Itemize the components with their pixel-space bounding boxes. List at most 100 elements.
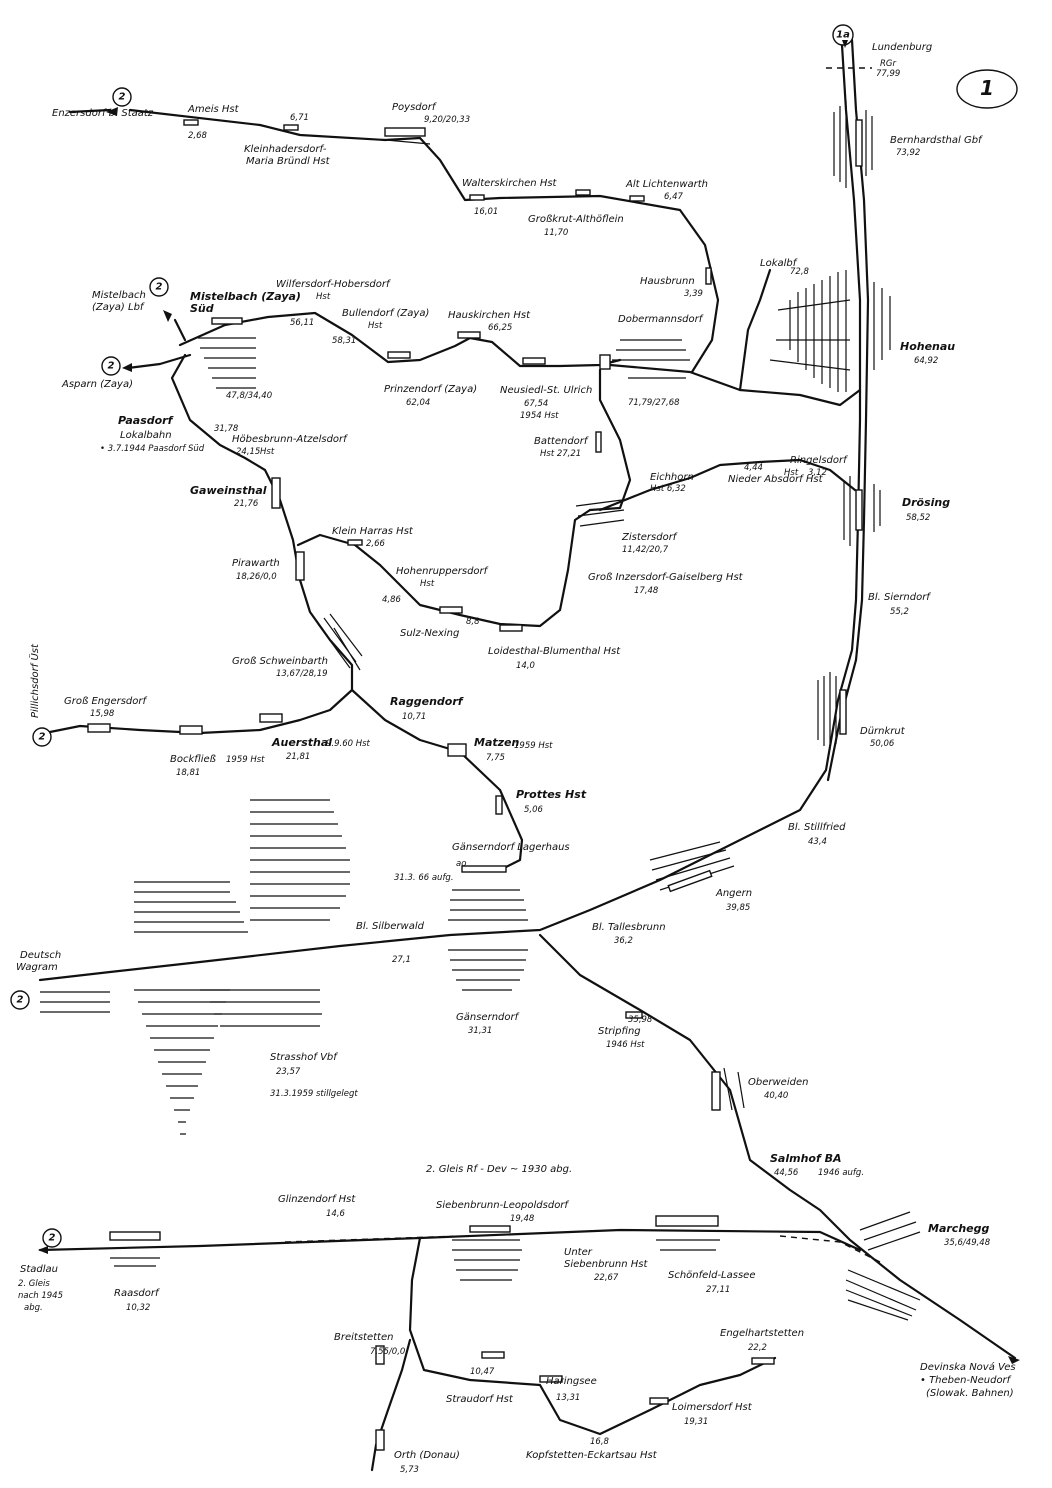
durnkrut-yard (817, 672, 847, 750)
svg-text:2: 2 (156, 282, 163, 293)
label-zistersdorf: Zistersdorf (621, 532, 678, 543)
svg-text:1a: 1a (836, 30, 850, 41)
km-pirawarth: 18,26/0,0 (236, 572, 277, 582)
label-breitstetten: Breitstetten (334, 1332, 393, 1343)
label-silberwald: Bl. Silberwald (356, 921, 425, 932)
km-dobermannsdorf: 71,79/27,68 (628, 398, 680, 408)
connector-2-stadlau: 2 (42, 1228, 62, 1248)
label-bockfliess: Bockfließ (170, 754, 216, 765)
svg-text:2: 2 (108, 361, 115, 372)
km-salmhof: 44,56 (774, 1168, 799, 1178)
km-wilfersdorf: 56,11 (290, 318, 314, 328)
svg-text:2: 2 (119, 92, 126, 103)
note2-stadlau: nach 1945 (18, 1291, 63, 1301)
connector-2-asparn: 2 (101, 356, 121, 376)
north-line-tracks (48, 108, 862, 872)
label-gaweinsthal: Gaweinsthal (190, 484, 267, 497)
label-straudorf: Straudorf Hst (446, 1394, 514, 1405)
label-hausbrunn: Hausbrunn (640, 276, 695, 287)
label-walterskirchen: Walterskirchen Hst (462, 178, 558, 189)
label-klein-harras: Klein Harras Hst (332, 526, 414, 537)
label-bernhardsthal: Bernhardsthal Gbf (890, 135, 983, 146)
suffix-bullendorf: Hst (368, 321, 383, 331)
label-mistelbach-lbf-1: Mistelbach (92, 290, 146, 301)
label-kopfstetten: Kopfstetten-Eckartsau Hst (526, 1450, 658, 1461)
label-angern: Angern (715, 888, 752, 899)
label-rgr-km: 77,99 (876, 69, 900, 79)
km-tallesbrunn: 36,2 (614, 936, 633, 946)
km-hoebesbrunn: 24,15 (236, 447, 260, 457)
direction-arrows (38, 40, 1020, 1364)
label-prottes: Prottes Hst (516, 788, 587, 801)
note-bockfliess: 1959 Hst (226, 755, 265, 765)
label-bullendorf: Bullendorf (Zaya) (342, 308, 429, 319)
schoenfeld-yard (655, 1215, 720, 1251)
label-wilfersdorf: Wilfersdorf-Hobersdorf (276, 279, 391, 290)
label-eichhorn: Eichhorn (650, 472, 694, 483)
label-prinzendorf: Prinzendorf (Zaya) (384, 384, 477, 395)
label-ringelsdorf: Ringelsdorf (790, 455, 848, 466)
label-theben: • Theben-Neudorf (920, 1375, 1012, 1386)
gross-schweinbarth-yard (317, 613, 363, 671)
km-auersthal: 21,81 (286, 752, 310, 762)
km-loidesthal: 14,0 (516, 661, 535, 671)
label-engelhartstetten: Engelhartstetten (720, 1328, 804, 1339)
label-second-track: 2. Gleis Rf - Dev ~ 1930 abg. (426, 1164, 572, 1175)
connector-2-wagram: 2 (10, 990, 30, 1010)
label-hauskirchen: Hauskirchen Hst (448, 310, 531, 321)
km-angern: 39,85 (726, 903, 750, 913)
gaweinsthal-platform (271, 477, 281, 509)
label-lokalbf: Lokalbf (760, 258, 798, 269)
km-stripfing: 35,98 (628, 1015, 653, 1025)
label-slowak: (Slowak. Bahnen) (926, 1388, 1014, 1399)
km-poysdorf: 9,20/20,33 (424, 115, 470, 125)
label-mistelbach-sued-1: Mistelbach (Zaya) (190, 290, 301, 303)
km-hauskirchen: 66,25 (488, 323, 512, 333)
label-ameis: Ameis Hst (187, 104, 240, 115)
label-hoebesbrunn: Höbesbrunn-Atzelsdorf (232, 434, 348, 445)
km-kopfstetten: 16,8 (590, 1437, 610, 1447)
km-orth: 5,73 (400, 1465, 419, 1475)
label-drosing: Drösing (902, 496, 950, 509)
label-deutsch: Deutsch (20, 950, 61, 961)
connector-2-pillichsdorf: 2 (32, 727, 52, 747)
connector-2-mistelbach: 2 (149, 277, 169, 297)
bernhardsthal-yard (833, 100, 873, 188)
label-wagram: Wagram (16, 962, 58, 973)
mistelbach-yard (198, 317, 256, 389)
note-auersthal: 9.9.60 Hst (326, 739, 371, 749)
km-ameis: 2,68 (188, 131, 208, 141)
note3-stadlau: abg. (24, 1303, 43, 1313)
oberweiden-yard (711, 1067, 745, 1111)
note-strasshof: 31.3.1959 stillgelegt (270, 1089, 358, 1099)
label-paasdorf-2: Lokalbahn (120, 430, 172, 441)
label-mistelbach-sued-2: Süd (190, 302, 214, 315)
label-pirawarth: Pirawarth (232, 558, 280, 569)
km-silberwald: 27,1 (392, 955, 411, 965)
label-stripfing: Stripfing (598, 1026, 641, 1037)
suffix-wilfersdorf: Hst (316, 292, 331, 302)
km-sulz: 8,8 (466, 617, 480, 627)
note1-stadlau: 2. Gleis (18, 1279, 50, 1289)
label-enzersdorf: Enzersdorf b. Staatz (52, 108, 154, 119)
km-drosing: 58,52 (906, 513, 930, 523)
label-hohenruppersdorf: Hohenruppersdorf (396, 566, 489, 577)
km-lokalbf: 72,8 (790, 267, 810, 277)
km-hausbrunn: 3,39 (684, 289, 703, 299)
km-sierndorf: 55,2 (890, 607, 909, 617)
connector-2-enzersdorf: 2 (112, 87, 132, 107)
label-devinska: Devinska Nová Ves (920, 1361, 1016, 1373)
suffix-hoebesbrunn: Hst (260, 447, 275, 457)
angern-yard (649, 841, 735, 893)
siebenbrunn-yard (452, 1225, 522, 1281)
km-raggendorf: 10,71 (402, 712, 426, 722)
km-paasdorf: 31,78 (214, 424, 239, 434)
km-schoenfeld: 27,11 (706, 1285, 730, 1295)
note-matzen: 1959 Hst (514, 741, 553, 751)
poysdorf-yard (384, 127, 431, 145)
suffix-hohenruppersdorf: Hst (420, 579, 435, 589)
km-stillfried: 43,4 (808, 837, 827, 847)
label-gross-engersdorf: Groß Engersdorf (64, 696, 148, 707)
label-siebenbrunn-hst: Siebenbrunn Hst (564, 1259, 648, 1270)
label-glinzendorf: Glinzendorf Hst (278, 1194, 356, 1205)
